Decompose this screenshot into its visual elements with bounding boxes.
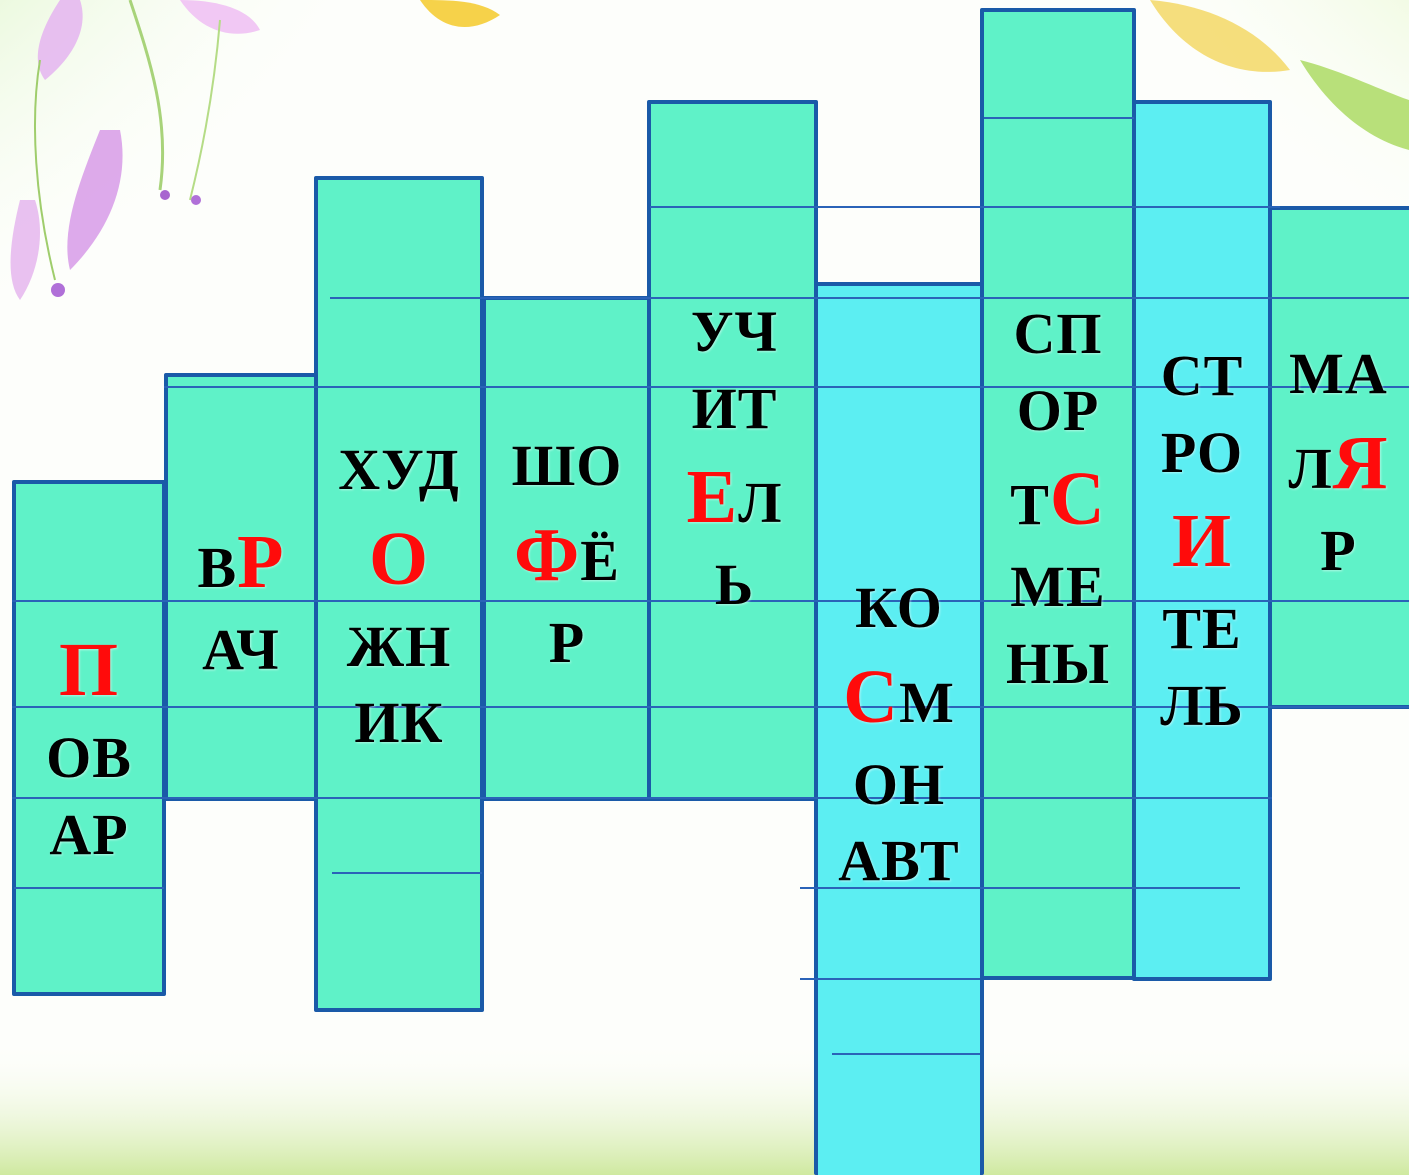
word-2-line-2: АЧ bbox=[202, 617, 280, 683]
word-7-line-3-red: С bbox=[1049, 457, 1106, 542]
word-3-line-1: ХУД bbox=[338, 437, 460, 502]
grid-line bbox=[332, 872, 482, 874]
word-4-line-2-rest: Ё bbox=[580, 527, 620, 593]
grid-line bbox=[330, 297, 1409, 299]
word-7-line-4: МЕ bbox=[1010, 554, 1106, 620]
word-1-line-3: АР bbox=[49, 801, 129, 867]
word-5-line-3-rest: Л bbox=[738, 470, 783, 536]
word-4-line-2-red: Ф bbox=[514, 512, 581, 597]
grid-line bbox=[800, 978, 980, 980]
word-9: МА ЛЯ Р bbox=[1268, 336, 1409, 589]
word-6-line-3: ОН bbox=[852, 751, 946, 817]
grid-line bbox=[12, 706, 1409, 708]
word-4-line-3: Р bbox=[548, 609, 586, 675]
word-5-line-4: Ь bbox=[714, 552, 755, 618]
word-3-line-2-red: О bbox=[368, 516, 430, 601]
grid-line bbox=[800, 887, 1240, 889]
word-1-line-2: ОВ bbox=[46, 725, 132, 791]
word-8-line-2: РО bbox=[1160, 419, 1244, 485]
word-7-line-3-pre: Т bbox=[1010, 472, 1050, 538]
word-9-line-2-red: Я bbox=[1332, 420, 1389, 505]
grid-line bbox=[832, 1053, 980, 1055]
word-6-line-4: АВТ bbox=[838, 828, 960, 894]
word-7-line-5: НЫ bbox=[1005, 630, 1111, 696]
word-column-9 bbox=[1268, 206, 1409, 709]
grid-line bbox=[12, 600, 1409, 602]
word-7-line-1: СП bbox=[1013, 301, 1103, 366]
word-8-line-4: ТЕ bbox=[1162, 596, 1242, 662]
word-2-line-1-pre: В bbox=[197, 535, 238, 600]
word-3: ХУД О ЖН ИК bbox=[314, 432, 484, 762]
grid-line bbox=[984, 117, 1134, 119]
word-8-line-1: СТ bbox=[1160, 343, 1244, 408]
word-5-line-2: ИТ bbox=[691, 375, 778, 441]
word-2-line-1-red: Р bbox=[237, 520, 285, 604]
word-6-line-2-rest: М bbox=[899, 669, 955, 735]
word-6-line-2-red: С bbox=[843, 654, 900, 739]
word-3-line-4: ИК bbox=[354, 690, 444, 756]
word-5-line-1: УЧ bbox=[690, 299, 779, 364]
word-column-6 bbox=[814, 282, 984, 1175]
grid-line bbox=[12, 797, 1272, 799]
word-2: ВР АЧ bbox=[164, 512, 318, 689]
word-5: УЧ ИТ ЕЛ Ь bbox=[649, 294, 820, 624]
word-9-line-1: МА bbox=[1289, 341, 1388, 406]
word-6-line-1: КО bbox=[855, 575, 943, 640]
word-7-line-2: ОР bbox=[1016, 377, 1100, 443]
grid-line bbox=[164, 386, 1409, 388]
grid-line bbox=[650, 206, 1280, 208]
word-1-line-1-red: П bbox=[58, 628, 120, 712]
word-4: ШО ФЁ Р bbox=[482, 428, 652, 681]
word-8-line-5: ЛЬ bbox=[1160, 672, 1244, 738]
word-8: СТ РО И ТЕ ЛЬ bbox=[1132, 338, 1272, 745]
word-5-line-3-red: Е bbox=[686, 455, 739, 540]
grid-line bbox=[14, 887, 164, 889]
word-8-line-3-red: И bbox=[1171, 499, 1233, 584]
word-9-line-2-pre: Л bbox=[1288, 435, 1333, 501]
word-1: П ОВ АР bbox=[12, 620, 166, 873]
word-3-line-3: ЖН bbox=[346, 613, 452, 679]
word-7: СП ОР ТС МЕ НЫ bbox=[980, 296, 1136, 703]
word-6: КО СМ ОН АВТ bbox=[814, 570, 984, 900]
word-9-line-3: Р bbox=[1320, 517, 1357, 583]
word-column-1 bbox=[12, 480, 166, 996]
word-4-line-1: ШО bbox=[511, 433, 623, 498]
